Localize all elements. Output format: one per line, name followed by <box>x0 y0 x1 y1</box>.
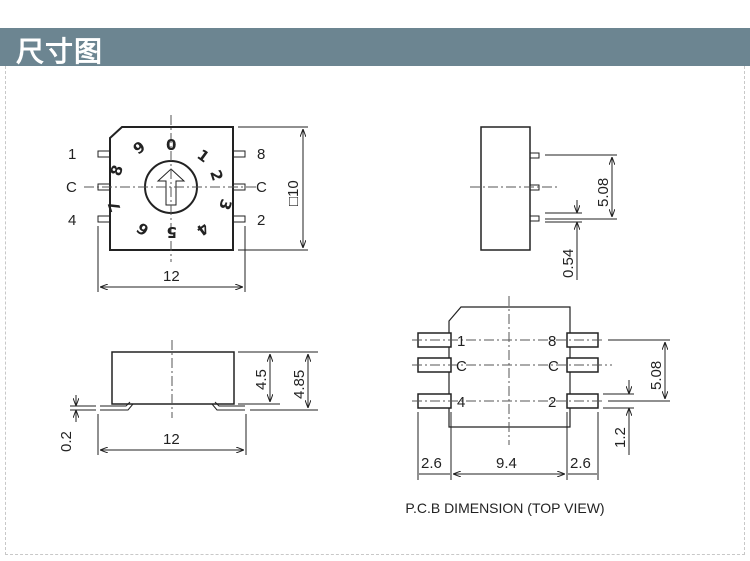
section-header: 尺寸图 <box>0 28 750 68</box>
pin-label: 1 <box>68 146 76 163</box>
side-view-bottom <box>70 340 318 455</box>
pin-label: 2 <box>257 212 265 229</box>
dial-number: 5 <box>167 223 177 241</box>
pin-label: 4 <box>68 212 76 229</box>
pin-label: C <box>66 179 77 196</box>
pad-label: 2 <box>548 394 556 411</box>
dim-label: 12 <box>163 431 180 448</box>
dim-label: 4.85 <box>291 370 308 399</box>
dim-label: 4.5 <box>253 369 270 390</box>
dial-number: 7 <box>104 199 124 214</box>
dim-label: 0.2 <box>58 431 75 452</box>
section-title: 尺寸图 <box>16 35 104 68</box>
pcb-view <box>412 296 670 480</box>
pin-label: 8 <box>257 146 265 163</box>
dim-label: 5.08 <box>595 178 612 207</box>
pad-label: 4 <box>457 394 465 411</box>
dim-label: 2.6 <box>570 455 591 472</box>
dim-label: □10 <box>285 180 302 206</box>
dial-number: 4 <box>193 219 212 240</box>
top-view <box>84 115 308 292</box>
pad-label: 1 <box>457 333 465 350</box>
dim-label: 9.4 <box>496 455 517 472</box>
dim-label: 12 <box>163 268 180 285</box>
pin-label: C <box>256 179 267 196</box>
dial-number: 2 <box>206 168 226 183</box>
dim-label: 1.2 <box>612 427 629 448</box>
content-frame <box>5 66 745 555</box>
dim-label: 2.6 <box>421 455 442 472</box>
dial-number: 1 <box>194 146 213 167</box>
pad-label: C <box>548 358 559 375</box>
side-view-right <box>470 126 617 280</box>
dial-number: 6 <box>133 219 152 240</box>
dial-number: 0 <box>166 136 176 154</box>
dial-number: 9 <box>130 138 149 159</box>
dim-label: 0.54 <box>560 249 577 278</box>
pcb-caption: P.C.B DIMENSION (TOP VIEW) <box>405 500 604 516</box>
pad-label: 8 <box>548 333 556 350</box>
dim-label: 5.08 <box>648 361 665 390</box>
pad-label: C <box>456 358 467 375</box>
dial-numbers: 0 1 2 3 4 5 6 7 8 9 <box>104 136 235 241</box>
